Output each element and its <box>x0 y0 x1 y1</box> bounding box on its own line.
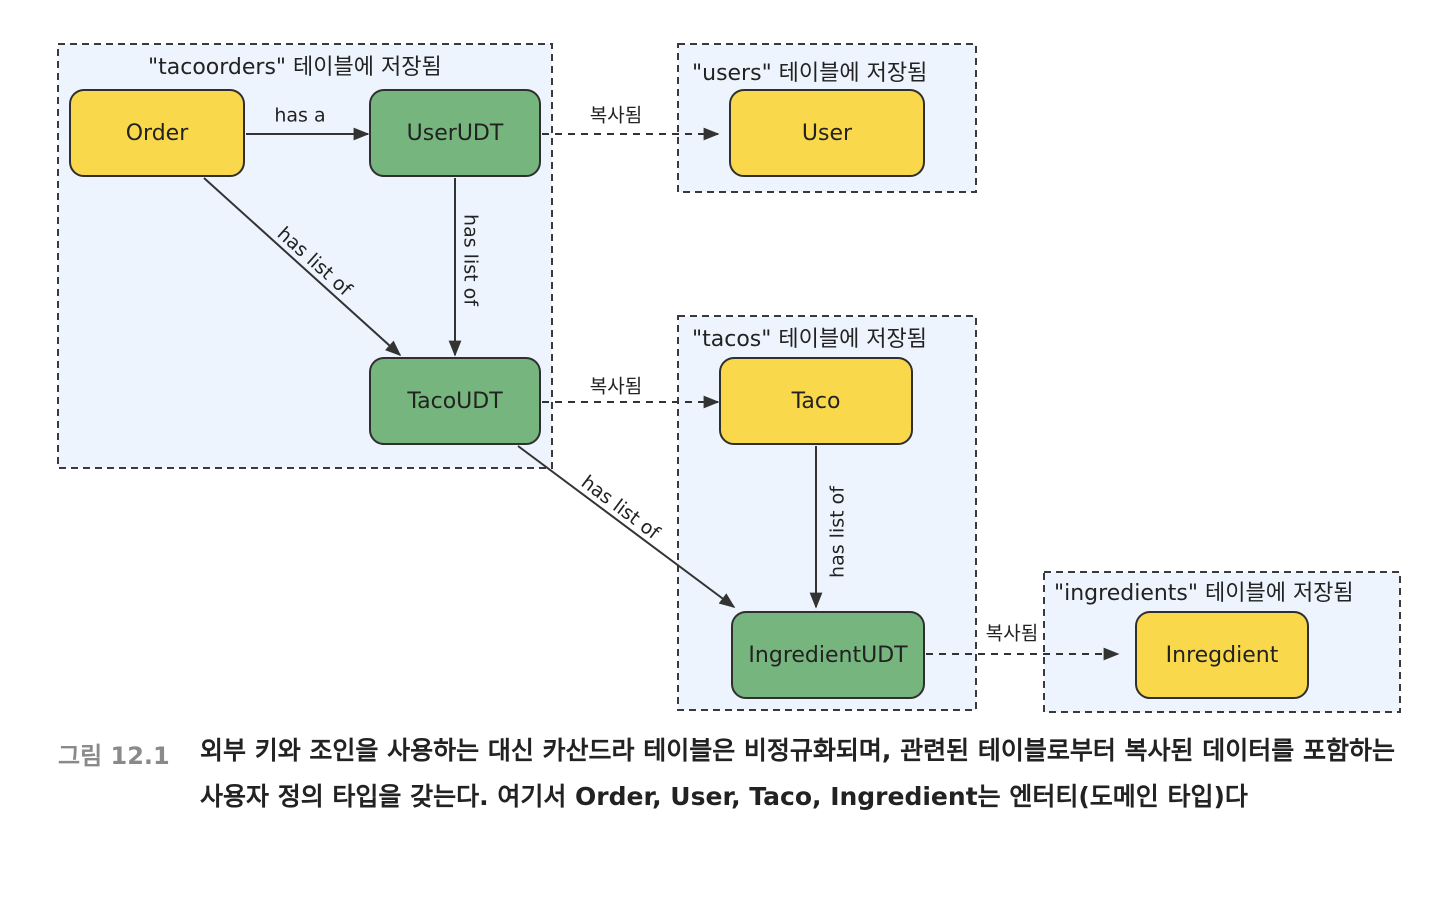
node-taco: Taco <box>719 357 913 445</box>
node-user: User <box>729 89 925 177</box>
diagram: "tacoorders" 테이블에 저장됨 "users" 테이블에 저장됨 "ta… <box>57 43 1401 713</box>
udt-box <box>731 611 925 699</box>
edge-userudt-user: 복사됨 <box>542 105 720 141</box>
relation-arrow <box>517 445 736 608</box>
node-label: UserUDT <box>407 121 504 146</box>
edge-label: has list of <box>577 471 665 545</box>
node-label: Taco <box>791 389 841 414</box>
edge-label: has a <box>274 105 325 127</box>
node-order: Order <box>69 89 245 177</box>
edge-userudt-tacoudt: has list of <box>448 178 482 357</box>
entity-box <box>1135 611 1309 699</box>
edge-label: 복사됨 <box>590 105 642 127</box>
edge-ingredientudt-ingredient: 복사됨 <box>926 623 1120 661</box>
node-ingredient: Inregdient <box>1135 611 1309 699</box>
node-tacoudt: TacoUDT <box>369 357 541 445</box>
udt-box <box>369 89 541 177</box>
diagram-canvas: "tacoorders" 테이블에 저장됨 "users" 테이블에 저장됨 "ta… <box>57 43 1401 713</box>
table-group-label: "users" 테이블에 저장됨 <box>692 61 927 86</box>
edge-label: 복사됨 <box>986 623 1038 645</box>
node-ingredientudt: IngredientUDT <box>731 611 925 699</box>
edge-label: has list of <box>460 214 482 307</box>
caption-text: 외부 키와 조인을 사용하는 대신 카산드라 테이블은 비정규화되며, 관련된 … <box>200 736 1395 811</box>
table-group-label: "tacoorders" 테이블에 저장됨 <box>148 55 442 80</box>
caption-label: 그림 12.1 <box>58 742 170 770</box>
table-group-label: "ingredients" 테이블에 저장됨 <box>1054 581 1354 606</box>
edge-tacoudt-taco: 복사됨 <box>542 376 720 409</box>
entity-box <box>729 89 925 177</box>
node-label: Order <box>126 121 189 146</box>
edge-label: 복사됨 <box>590 376 642 398</box>
edge-taco-ingredientudt: has list of <box>809 446 849 609</box>
node-userudt: UserUDT <box>369 89 541 177</box>
node-label: User <box>802 121 853 146</box>
edge-order-userudt: has a <box>246 105 370 141</box>
udt-box <box>369 357 541 445</box>
node-label: IngredientUDT <box>748 643 908 668</box>
relation-arrow <box>203 177 402 357</box>
entity-box <box>69 89 245 177</box>
entity-box <box>719 357 913 445</box>
node-label: Inregdient <box>1166 643 1279 668</box>
node-label: TacoUDT <box>406 389 503 414</box>
edge-label: has list of <box>827 485 849 578</box>
table-group-label: "tacos" 테이블에 저장됨 <box>692 327 927 352</box>
